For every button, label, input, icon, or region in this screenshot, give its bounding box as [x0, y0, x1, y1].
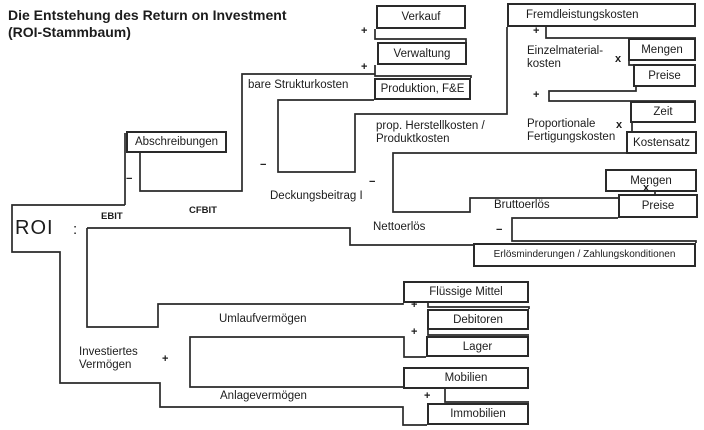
minus-operator-nettoerloes: − — [496, 224, 503, 236]
node-box-mobilien: Mobilien — [403, 367, 529, 389]
label-nettoerloes: Nettoerlös — [373, 221, 426, 233]
line-mobilien-immobilien — [444, 389, 529, 403]
plus-operator-fluessige-mittel: + — [411, 299, 418, 311]
line-debitoren-lager — [427, 330, 529, 336]
label-ebit: EBIT — [101, 211, 123, 222]
minus-operator-deckung-upper: − — [260, 159, 267, 171]
page-title-line2: (ROI-Stammbaum) — [8, 24, 131, 40]
label-bruttoerloes: Bruttoerlös — [494, 199, 550, 211]
plus-operator-vermoegen: + — [162, 353, 169, 365]
times-operator-erloes: x — [643, 182, 650, 194]
node-box-immobilien: Immobilien — [427, 403, 529, 425]
page-title-line1: Die Entstehung des Return on Investment — [8, 7, 287, 23]
node-box-verwaltung: Verwaltung — [377, 42, 467, 65]
times-operator-fertigung: x — [616, 119, 623, 131]
divide-operator: : — [73, 221, 78, 238]
line-deckung-bruttoerloes — [392, 152, 626, 213]
plus-operator-verwaltung: + — [361, 61, 368, 73]
node-box-fluessige-mittel: Flüssige Mittel — [403, 281, 529, 303]
node-box-produktion-fe: Produktion, F&E — [374, 78, 471, 100]
line-preise-zeit — [548, 87, 696, 102]
label-cfbit: CFBIT — [189, 205, 217, 216]
line-fremd-mengen — [545, 27, 696, 39]
line-verkauf-verwaltung — [374, 29, 467, 42]
line-verwaltung-produktion — [374, 65, 472, 78]
line-nettoerloes — [87, 227, 473, 246]
times-operator-material: x — [615, 53, 622, 65]
plus-operator-fremdleistung: + — [533, 25, 540, 37]
plus-operator-debitoren: + — [411, 326, 418, 338]
label-einzelmaterialkosten: Einzelmaterial- kosten — [527, 45, 604, 70]
label-anlagevermoegen: Anlagevermögen — [220, 390, 307, 402]
label-bare-strukturkosten: bare Strukturkosten — [248, 79, 349, 91]
line-cfbit — [139, 73, 375, 192]
minus-operator-deckung-lower: − — [369, 176, 376, 188]
plus-operator-einzelmaterial: + — [533, 89, 540, 101]
line-fluessig-debitoren — [427, 303, 530, 309]
node-box-abschreibungen: Abschreibungen — [126, 131, 227, 153]
plus-operator-mobilien: + — [424, 390, 431, 402]
node-box-preise-material: Preise — [633, 64, 696, 87]
node-box-mengen-erloes: Mengen — [605, 169, 697, 192]
node-box-debitoren: Debitoren — [427, 309, 529, 330]
node-box-lager: Lager — [426, 336, 529, 357]
line-umlauf — [86, 228, 404, 328]
line-vermoegen-bracket — [189, 336, 426, 388]
node-box-mengen-material: Mengen — [628, 38, 696, 61]
label-proportionale-fertigungskosten: Proportionale Fertigungskosten — [527, 118, 616, 143]
label-prop-herstellkosten: prop. Herstellkosten / Produktkosten — [376, 120, 485, 145]
plus-operator-verkauf: + — [361, 25, 368, 37]
line-deckung-herstellkosten — [277, 27, 508, 173]
node-box-fremdleistungskosten: Fremdleistungskosten — [507, 3, 696, 27]
node-box-erloesminderungen: Erlösminderungen / Zahlungskonditionen — [473, 243, 696, 267]
label-umlaufvermoegen: Umlaufvermögen — [219, 313, 307, 325]
minus-operator-ebit: − — [126, 173, 133, 185]
node-box-kostensatz: Kostensatz — [626, 131, 697, 154]
line-roi-anlage — [11, 204, 427, 426]
node-box-zeit: Zeit — [630, 101, 696, 123]
label-investiertes-vermoegen: Investiertes Vermögen — [79, 346, 138, 371]
label-deckungsbeitrag: Deckungsbeitrag I — [270, 190, 363, 202]
line-brutto-bracket-top — [511, 217, 697, 243]
node-box-verkauf: Verkauf — [376, 5, 466, 29]
line-mengen-preise — [628, 61, 633, 66]
node-box-preise-erloes: Preise — [618, 194, 698, 218]
roi-label: ROI — [15, 217, 54, 239]
